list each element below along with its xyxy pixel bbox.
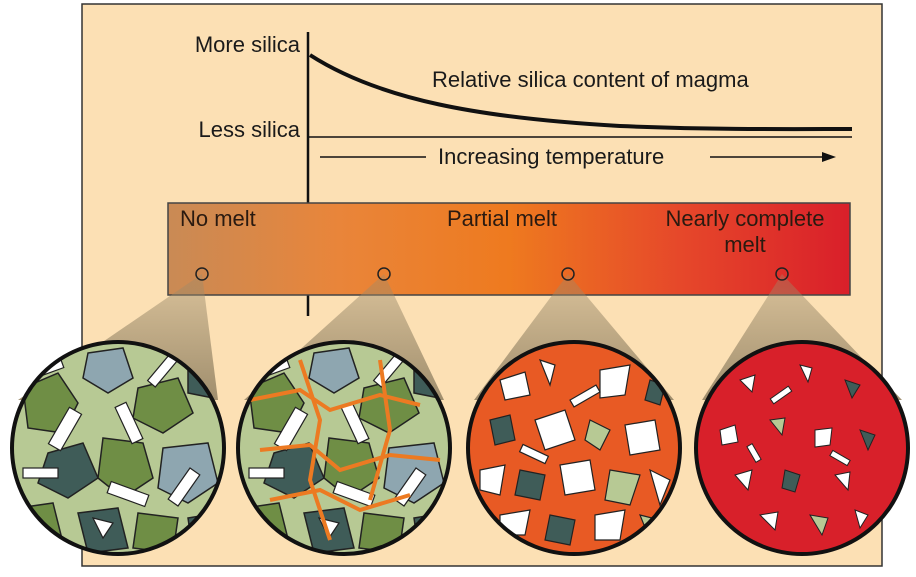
melt-gradient-bar: [167, 202, 851, 296]
nearly-complete-label: Nearly complete: [666, 206, 825, 231]
partial-melt-label: Partial melt: [447, 206, 557, 231]
curve-label: Relative silica content of magma: [432, 67, 749, 92]
temperature-label: Increasing temperature: [438, 144, 664, 169]
rock-panel-nearly-complete-melt: [696, 342, 908, 554]
sample-marker-4: [775, 267, 789, 281]
melt-label: melt: [724, 232, 766, 257]
sample-marker-2: [377, 267, 391, 281]
more-silica-label: More silica: [195, 32, 301, 57]
sample-marker-1: [195, 267, 209, 281]
sample-marker-3: [561, 267, 575, 281]
panel-border-4: [694, 340, 910, 556]
less-silica-label: Less silica: [199, 117, 301, 142]
rock-panel-partial-melt: [468, 342, 680, 554]
rock-panel-early-melt: [238, 342, 450, 554]
arrowhead-icon: [822, 152, 836, 162]
panel-border-1: [10, 340, 226, 556]
no-melt-label: No melt: [180, 206, 256, 231]
panel-border-3: [466, 340, 682, 556]
panel-border-2: [236, 340, 452, 556]
silica-curve: [308, 53, 853, 132]
